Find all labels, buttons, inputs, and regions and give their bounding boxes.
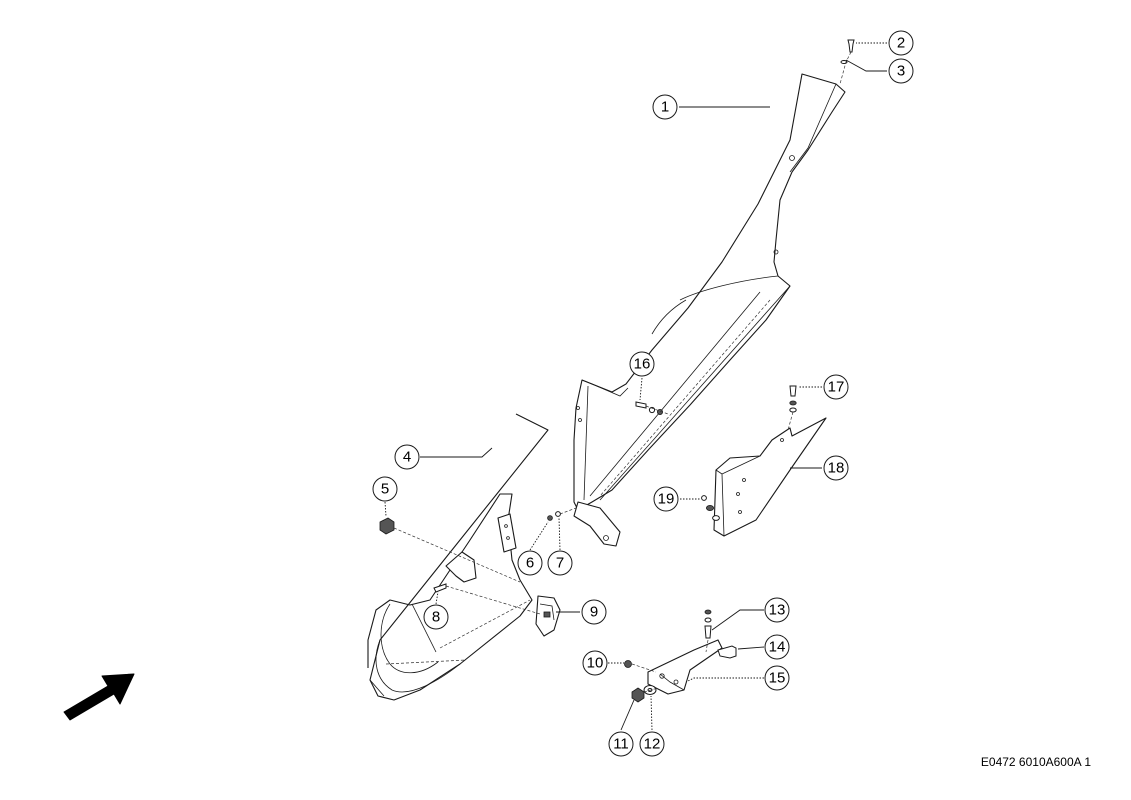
callout-label: 17 — [828, 379, 845, 396]
callout-9: 9 — [581, 599, 607, 625]
callout-label: 18 — [828, 460, 845, 477]
arrow-icon — [63, 673, 135, 721]
callout-11: 11 — [608, 731, 634, 757]
callout-12: 12 — [639, 731, 665, 757]
callout-2: 2 — [888, 30, 914, 56]
callout-label: 16 — [634, 356, 651, 373]
callout-7: 7 — [547, 550, 573, 576]
callout-1: 1 — [652, 94, 678, 120]
callout-label: 12 — [644, 736, 661, 753]
callout-label: 1 — [661, 99, 669, 116]
part-latch — [535, 595, 561, 637]
callout-label: 9 — [590, 604, 598, 621]
callout-17: 17 — [823, 374, 849, 400]
callout-15: 15 — [764, 665, 790, 691]
callout-13: 13 — [764, 597, 790, 623]
assembly-lines — [393, 51, 852, 693]
callout-label: 3 — [897, 63, 905, 80]
callout-label: 8 — [432, 609, 440, 626]
callout-16: 16 — [629, 351, 655, 377]
reference-code: E0472 6010A600A 1 — [980, 755, 1091, 769]
callout-label: 2 — [897, 35, 905, 52]
part-lower-belt-guard — [367, 413, 549, 701]
part-main-guard-housing — [573, 73, 846, 547]
callout-5: 5 — [372, 476, 398, 502]
callout-label: 11 — [613, 736, 629, 753]
callout-6: 6 — [517, 550, 543, 576]
callout-10: 10 — [582, 650, 608, 676]
callout-label: 14 — [769, 639, 786, 656]
part-side-bracket-plate — [713, 417, 827, 537]
callout-label: 13 — [769, 602, 786, 619]
callout-8: 8 — [423, 604, 449, 630]
callout-label: 5 — [381, 481, 389, 498]
callout-19: 19 — [653, 486, 679, 512]
callout-label: 15 — [769, 670, 786, 687]
callout-18: 18 — [823, 455, 849, 481]
callout-label: 6 — [526, 555, 534, 572]
part-mounting-bracket — [647, 639, 723, 695]
callout-label: 4 — [403, 449, 411, 466]
callout-3: 3 — [888, 58, 914, 84]
callout-4: 4 — [394, 444, 420, 470]
callout-label: 10 — [587, 655, 604, 672]
callout-label: 19 — [658, 491, 675, 508]
callout-14: 14 — [764, 634, 790, 660]
callout-label: 7 — [556, 555, 564, 572]
hardware-fasteners — [379, 39, 855, 703]
leader-lines — [384, 42, 887, 731]
